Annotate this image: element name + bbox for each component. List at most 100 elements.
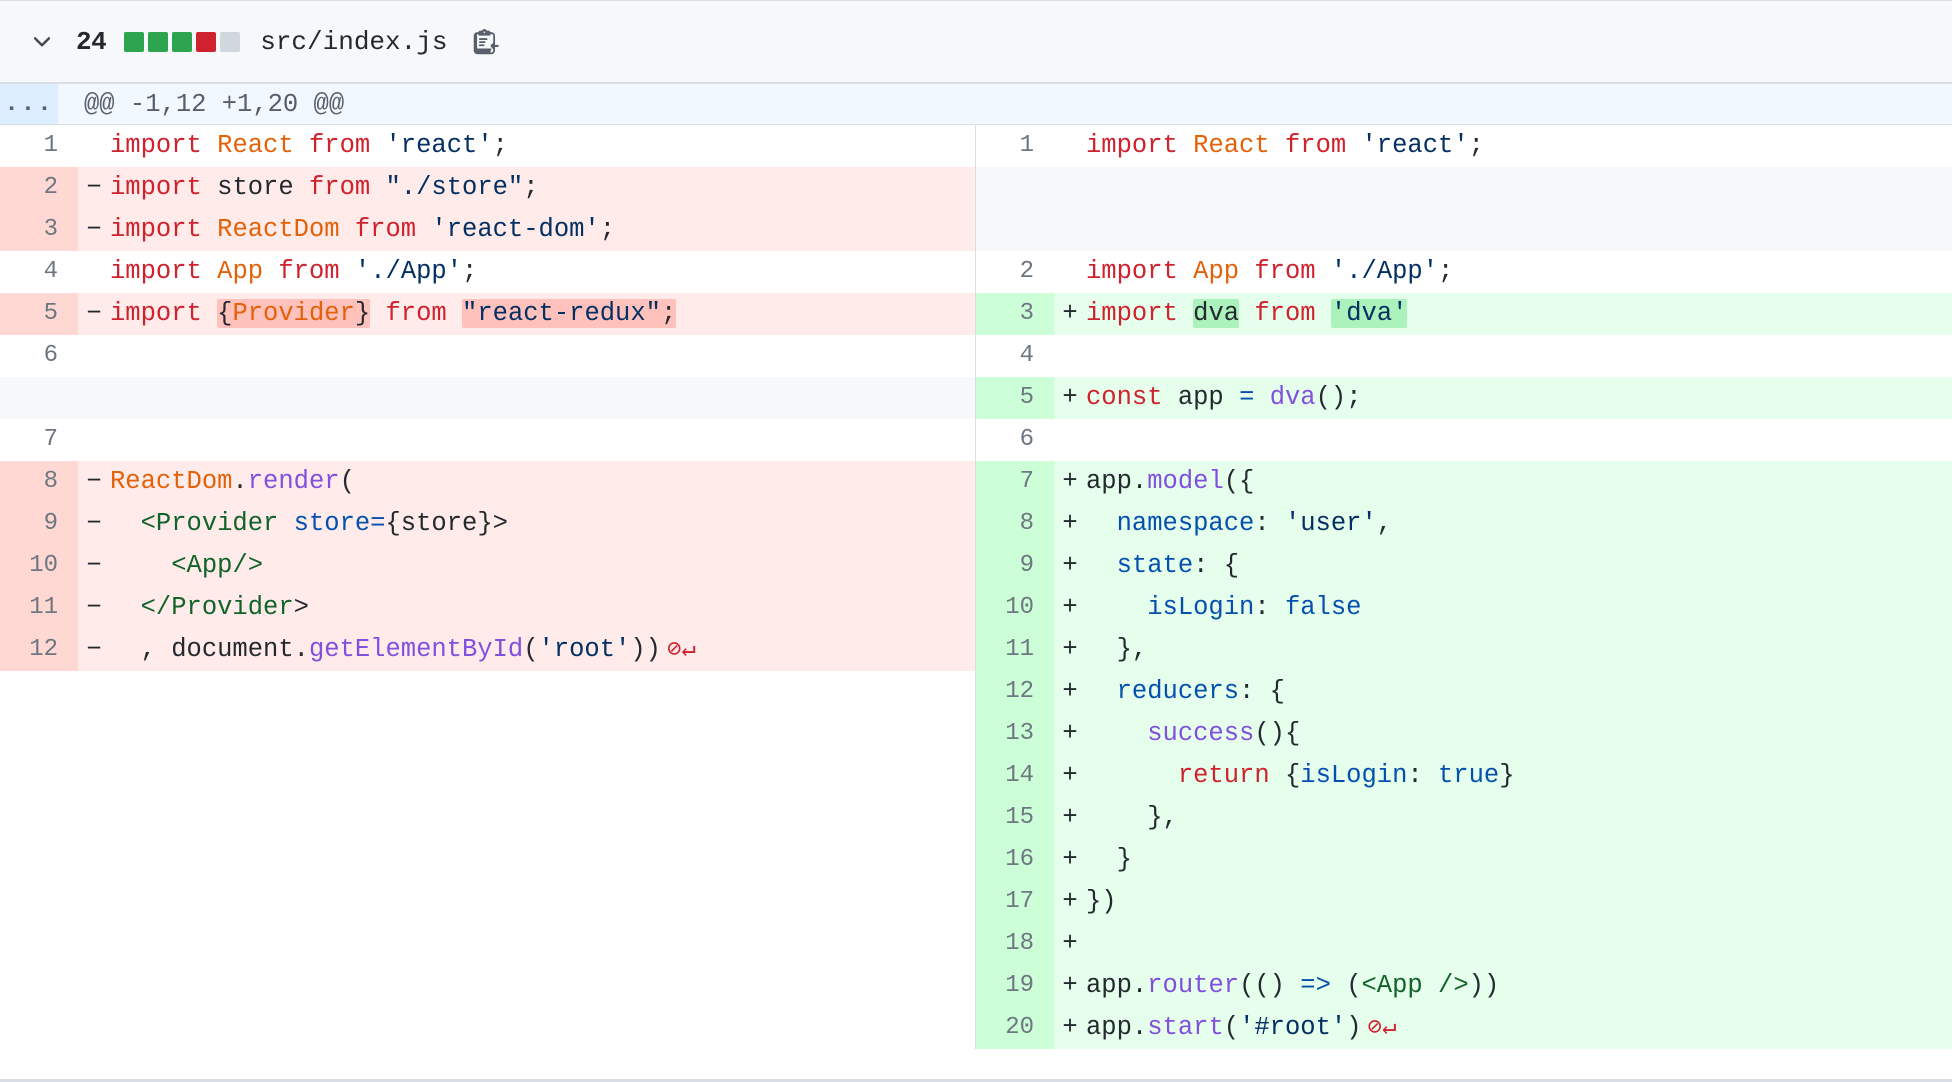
line-number[interactable]: 4 xyxy=(0,251,78,293)
code-line[interactable] xyxy=(1086,923,1952,965)
code-line[interactable] xyxy=(110,377,975,419)
line-number[interactable]: 8 xyxy=(0,461,78,503)
code-line[interactable]: <App/> xyxy=(110,545,975,587)
code-line[interactable]: app.start('#root')⊘↵ xyxy=(1086,1007,1952,1049)
line-number[interactable]: 12 xyxy=(976,671,1054,713)
diff-row: 17+}) xyxy=(0,881,1952,923)
line-number[interactable] xyxy=(0,923,78,965)
diff-row: 16+ } xyxy=(0,839,1952,881)
copy-path-icon[interactable] xyxy=(467,23,505,61)
diff-cell-right: 5+const app = dva(); xyxy=(976,377,1952,419)
line-number[interactable]: 10 xyxy=(0,545,78,587)
line-number[interactable]: 5 xyxy=(0,293,78,335)
expand-hunk-button[interactable]: ... xyxy=(0,84,58,124)
code-line[interactable]: namespace: 'user', xyxy=(1086,503,1952,545)
line-number[interactable]: 19 xyxy=(976,965,1054,1007)
line-number[interactable]: 5 xyxy=(976,377,1054,419)
line-number[interactable] xyxy=(0,671,78,713)
code-line[interactable] xyxy=(110,671,975,713)
code-line[interactable] xyxy=(110,335,975,377)
code-line[interactable]: import dva from 'dva' xyxy=(1086,293,1952,335)
code-line[interactable]: import React from 'react'; xyxy=(1086,125,1952,167)
line-number[interactable]: 7 xyxy=(0,419,78,461)
line-number[interactable]: 15 xyxy=(976,797,1054,839)
code-line[interactable] xyxy=(110,713,975,755)
code-line[interactable] xyxy=(1086,167,1952,209)
line-number[interactable]: 3 xyxy=(976,293,1054,335)
code-line[interactable]: } xyxy=(1086,839,1952,881)
code-line[interactable] xyxy=(110,797,975,839)
line-number[interactable]: 8 xyxy=(976,503,1054,545)
changes-count: 24 xyxy=(76,26,107,57)
code-line[interactable]: import store from "./store"; xyxy=(110,167,975,209)
code-line[interactable]: import ReactDom from 'react-dom'; xyxy=(110,209,975,251)
line-number[interactable] xyxy=(976,209,1054,251)
line-number[interactable]: 13 xyxy=(976,713,1054,755)
code-line[interactable]: import App from './App'; xyxy=(1086,251,1952,293)
line-number[interactable]: 1 xyxy=(976,125,1054,167)
line-number[interactable] xyxy=(0,713,78,755)
line-number[interactable]: 4 xyxy=(976,335,1054,377)
code-line[interactable] xyxy=(110,755,975,797)
code-line[interactable]: }, xyxy=(1086,797,1952,839)
code-line[interactable] xyxy=(110,965,975,1007)
line-number[interactable]: 7 xyxy=(976,461,1054,503)
line-number[interactable]: 14 xyxy=(976,755,1054,797)
code-line[interactable]: import {Provider} from "react-redux"; xyxy=(110,293,975,335)
line-number[interactable]: 16 xyxy=(976,839,1054,881)
line-number[interactable]: 11 xyxy=(0,587,78,629)
code-line[interactable] xyxy=(110,881,975,923)
line-number[interactable]: 6 xyxy=(0,335,78,377)
code-line[interactable]: , document.getElementById('root'))⊘↵ xyxy=(110,629,975,671)
code-line[interactable] xyxy=(110,839,975,881)
line-number[interactable]: 18 xyxy=(976,923,1054,965)
code-line[interactable]: const app = dva(); xyxy=(1086,377,1952,419)
code-line[interactable] xyxy=(110,923,975,965)
chevron-down-icon[interactable] xyxy=(22,22,62,62)
code-line[interactable] xyxy=(1086,419,1952,461)
line-number[interactable]: 20 xyxy=(976,1007,1054,1049)
code-line[interactable]: </Provider> xyxy=(110,587,975,629)
line-number[interactable]: 2 xyxy=(976,251,1054,293)
line-number[interactable]: 1 xyxy=(0,125,78,167)
code-line[interactable] xyxy=(1086,209,1952,251)
line-number[interactable] xyxy=(0,1007,78,1049)
code-line[interactable]: reducers: { xyxy=(1086,671,1952,713)
code-line[interactable] xyxy=(1086,335,1952,377)
line-number[interactable]: 9 xyxy=(976,545,1054,587)
line-number[interactable] xyxy=(0,377,78,419)
line-number[interactable]: 9 xyxy=(0,503,78,545)
diff-cell-right: 7+app.model({ xyxy=(976,461,1952,503)
code-line[interactable]: import React from 'react'; xyxy=(110,125,975,167)
diff-cell-right: 10+ isLogin: false xyxy=(976,587,1952,629)
line-number[interactable]: 3 xyxy=(0,209,78,251)
code-line[interactable] xyxy=(110,1007,975,1049)
line-number[interactable] xyxy=(0,881,78,923)
line-number[interactable]: 10 xyxy=(976,587,1054,629)
code-line[interactable]: }, xyxy=(1086,629,1952,671)
code-line[interactable]: isLogin: false xyxy=(1086,587,1952,629)
code-line[interactable]: ReactDom.render( xyxy=(110,461,975,503)
diff-row: 12+ reducers: { xyxy=(0,671,1952,713)
line-number[interactable] xyxy=(0,839,78,881)
line-number[interactable]: 12 xyxy=(0,629,78,671)
line-number[interactable] xyxy=(0,755,78,797)
code-line[interactable]: app.model({ xyxy=(1086,461,1952,503)
line-number[interactable] xyxy=(976,167,1054,209)
code-line[interactable]: success(){ xyxy=(1086,713,1952,755)
line-number[interactable] xyxy=(0,797,78,839)
line-number[interactable] xyxy=(0,965,78,1007)
code-line[interactable]: app.router(() => (<App />)) xyxy=(1086,965,1952,1007)
code-line[interactable]: }) xyxy=(1086,881,1952,923)
line-number[interactable]: 11 xyxy=(976,629,1054,671)
line-number[interactable]: 6 xyxy=(976,419,1054,461)
line-number[interactable]: 2 xyxy=(0,167,78,209)
code-line[interactable]: <Provider store={store}> xyxy=(110,503,975,545)
code-line[interactable] xyxy=(110,419,975,461)
code-line[interactable]: state: { xyxy=(1086,545,1952,587)
file-path[interactable]: src/index.js xyxy=(260,26,448,57)
code-line[interactable]: import App from './App'; xyxy=(110,251,975,293)
code-line[interactable]: return {isLogin: true} xyxy=(1086,755,1952,797)
line-number[interactable]: 17 xyxy=(976,881,1054,923)
